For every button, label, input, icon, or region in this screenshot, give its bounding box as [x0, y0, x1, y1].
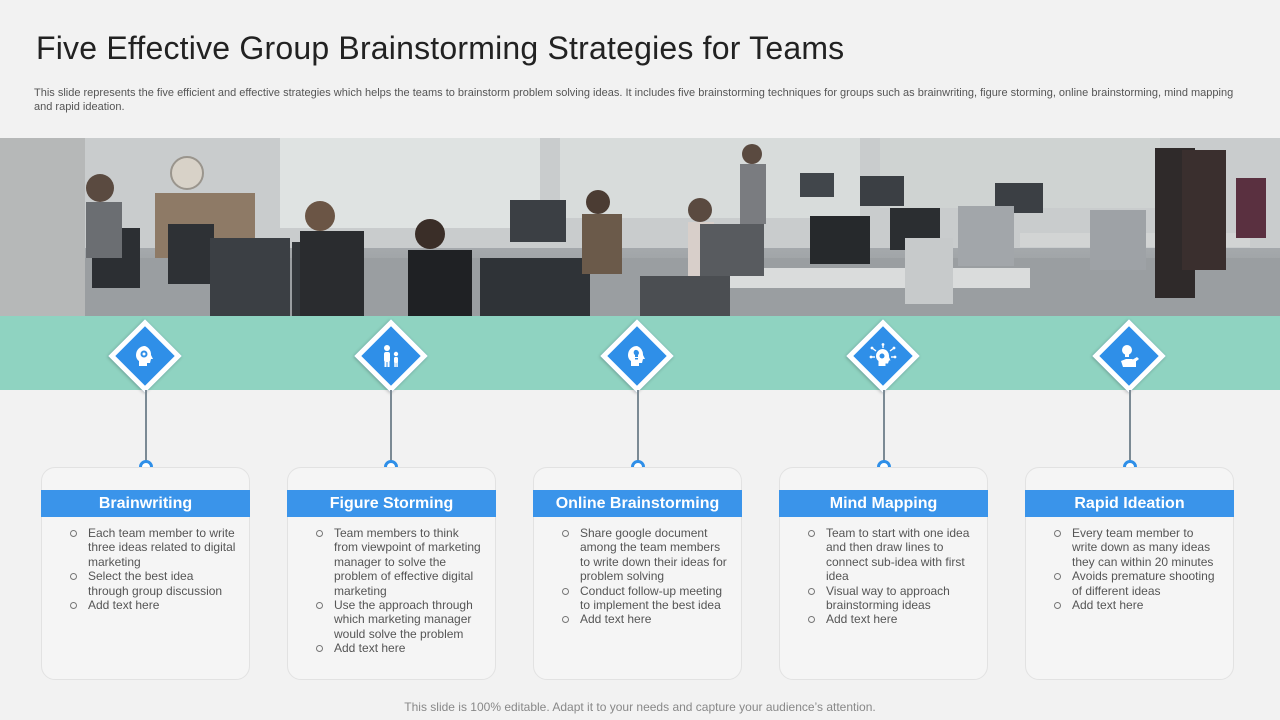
- card-point: Every team member to write down as many …: [1054, 526, 1221, 569]
- card-point: Add text here: [316, 641, 483, 655]
- rapid-ideation-diamond: [1091, 318, 1167, 394]
- slide-subtitle: This slide represents the five efficient…: [34, 87, 1234, 113]
- brain-gear-icon: [107, 318, 183, 394]
- card-title: Mind Mapping: [779, 490, 988, 517]
- card-point: Avoids premature shooting of different i…: [1054, 569, 1221, 598]
- card-title: Rapid Ideation: [1025, 490, 1234, 517]
- figure-storming-diamond: [353, 318, 429, 394]
- slide-title: Five Effective Group Brainstorming Strat…: [36, 30, 845, 66]
- card-point: Conduct follow-up meeting to implement t…: [562, 584, 729, 613]
- card-point: Select the best idea through group discu…: [70, 569, 237, 598]
- card-point: Add text here: [70, 598, 237, 612]
- footer-note: This slide is 100% editable. Adapt it to…: [404, 700, 876, 714]
- card-title: Figure Storming: [287, 490, 496, 517]
- strategy-card-mind-mapping: Mind Mapping Team to start with one idea…: [779, 467, 988, 680]
- office-photo: [0, 138, 1280, 316]
- online-brainstorming-diamond: [599, 318, 675, 394]
- mind-mapping-diamond: [845, 318, 921, 394]
- card-point: Add text here: [808, 612, 975, 626]
- brainwriting-diamond: [107, 318, 183, 394]
- strategy-card-figure-storming: Figure Storming Team members to think fr…: [287, 467, 496, 680]
- card-point: Each team member to write three ideas re…: [70, 526, 237, 569]
- card-point: Team to start with one idea and then dra…: [808, 526, 975, 584]
- card-point: Add text here: [562, 612, 729, 626]
- strategy-card-brainwriting: Brainwriting Each team member to write t…: [41, 467, 250, 680]
- card-point: Add text here: [1054, 598, 1221, 612]
- lightbulb-hand-icon: [1091, 318, 1167, 394]
- people-icon: [353, 318, 429, 394]
- card-point: Team members to think from viewpoint of …: [316, 526, 483, 598]
- card-point: Share google document among the team mem…: [562, 526, 729, 584]
- mind-network-icon: [845, 318, 921, 394]
- card-title: Brainwriting: [41, 490, 250, 517]
- strategy-card-rapid-ideation: Rapid Ideation Every team member to writ…: [1025, 467, 1234, 680]
- head-idea-icon: [599, 318, 675, 394]
- card-point: Use the approach through which marketing…: [316, 598, 483, 641]
- card-title: Online Brainstorming: [533, 490, 742, 517]
- strategy-card-online-brainstorming: Online Brainstorming Share google docume…: [533, 467, 742, 680]
- card-point: Visual way to approach brainstorming ide…: [808, 584, 975, 613]
